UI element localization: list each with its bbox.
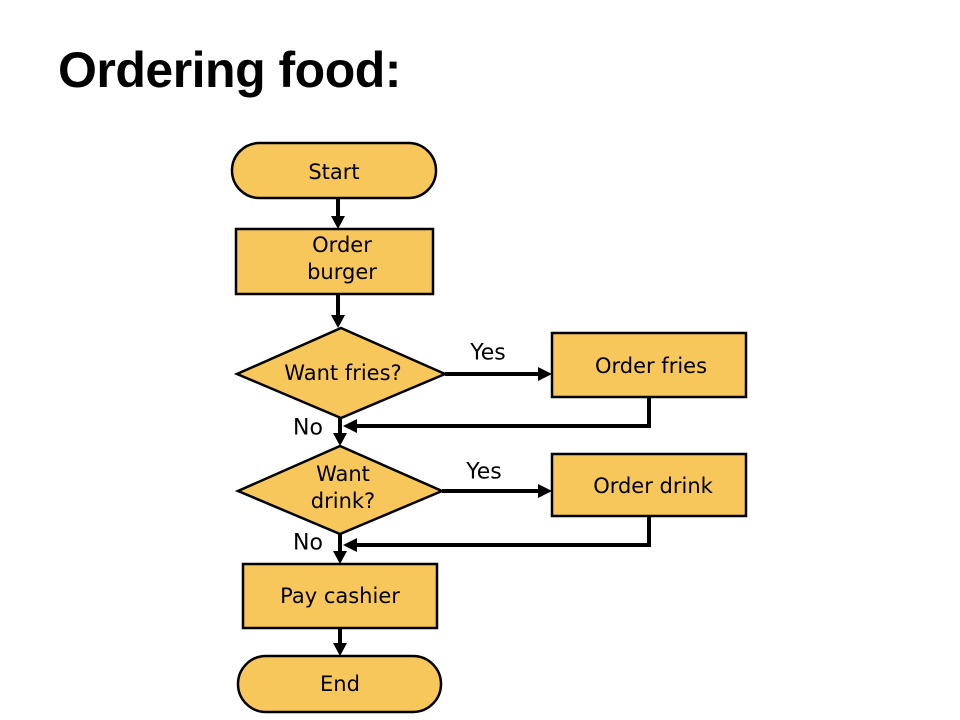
node-order-burger-label-line2: burger <box>307 260 377 284</box>
process-shape <box>234 227 435 296</box>
arrow-head <box>538 367 552 381</box>
arrow-head <box>331 216 345 229</box>
arrow-head <box>333 643 347 656</box>
edge-labels: Yes No Yes No <box>293 341 506 556</box>
edge-label-fries-yes: Yes <box>469 341 506 366</box>
node-order-fries-label: Order fries <box>595 354 707 378</box>
arrow-head <box>333 433 347 446</box>
slide-title: Ordering food: <box>58 42 401 98</box>
node-order-burger-label-line1: Order <box>312 233 372 257</box>
edge-label-fries-no: No <box>293 416 323 441</box>
terminator-shape <box>236 654 443 714</box>
node-order-drink: Order drink <box>550 452 748 518</box>
arrow-head <box>538 484 552 498</box>
decision-shape <box>234 444 446 536</box>
node-order-fries: Order fries <box>550 331 748 399</box>
node-want-fries-label: Want fries? <box>284 361 401 385</box>
edge-fries-return <box>355 397 651 428</box>
node-want-drink: Want drink? <box>234 444 446 536</box>
terminator-shape <box>230 141 438 200</box>
process-shape <box>550 452 748 518</box>
process-shape <box>241 562 439 630</box>
node-end: End <box>236 654 443 714</box>
arrow-head <box>343 419 357 433</box>
edge-label-drink-yes: Yes <box>465 460 502 485</box>
node-start-label: Start <box>308 160 359 184</box>
node-order-burger: Order burger <box>234 227 435 296</box>
node-want-drink-label-line1: Want <box>316 462 370 486</box>
node-start: Start <box>230 141 438 200</box>
edge-label-drink-no: No <box>293 531 323 556</box>
process-shape <box>550 331 748 399</box>
arrow-head <box>331 315 345 328</box>
edge-drink-return <box>355 516 651 547</box>
decision-shape <box>233 326 449 420</box>
flowchart-edges <box>331 198 651 656</box>
node-pay-cashier: Pay cashier <box>241 562 439 630</box>
node-pay-cashier-label: Pay cashier <box>280 584 400 608</box>
node-end-label: End <box>320 672 360 696</box>
node-want-drink-label-line2: drink? <box>311 489 375 513</box>
node-want-fries: Want fries? <box>233 326 449 420</box>
arrow-head <box>333 551 347 564</box>
node-order-drink-label: Order drink <box>593 474 713 498</box>
arrow-head <box>343 538 357 552</box>
